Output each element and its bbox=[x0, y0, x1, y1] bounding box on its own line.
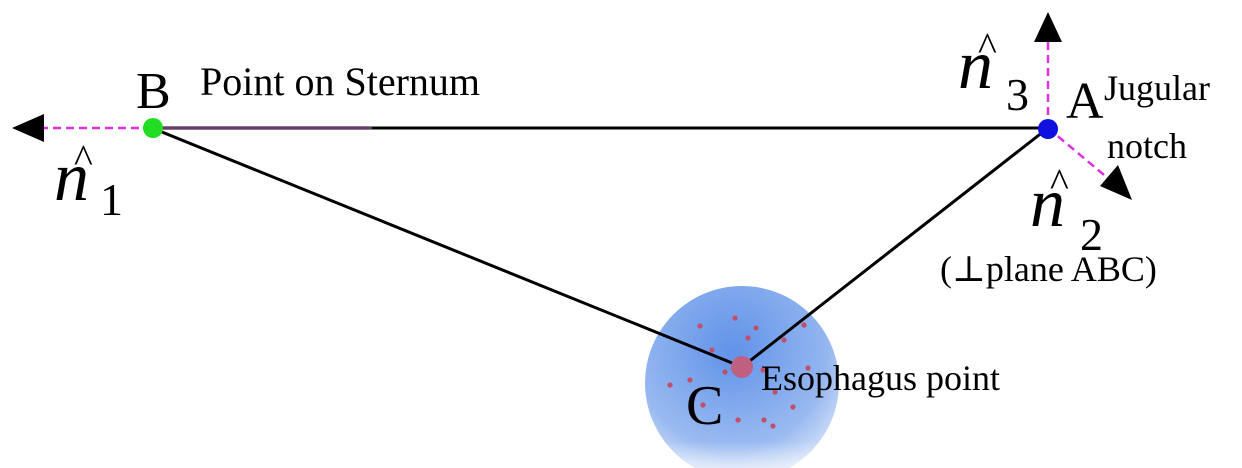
point-b-description: Point on Sternum bbox=[200, 59, 480, 104]
arrowheads bbox=[12, 12, 1132, 200]
point-c-marker bbox=[731, 356, 753, 378]
normal-vector-lines bbox=[40, 38, 1111, 181]
n1-hat: ^ bbox=[74, 136, 93, 181]
esophagus-dots bbox=[667, 315, 811, 429]
n2-arrowhead bbox=[1100, 165, 1132, 200]
point-a-marker bbox=[1038, 119, 1058, 139]
point-b-marker bbox=[143, 118, 163, 138]
triangle-edges bbox=[151, 126, 1049, 369]
n1-vector-label: ^ n 1 bbox=[54, 136, 123, 225]
n2-symbol: n bbox=[1030, 165, 1065, 242]
n1-arrowhead bbox=[12, 114, 44, 142]
n2-vector-label: ^ n 2 bbox=[1030, 160, 1103, 260]
jugular-line1: Jugular bbox=[1104, 68, 1210, 108]
jugular-line2: notch bbox=[1107, 126, 1187, 166]
n2-subscript: 2 bbox=[1080, 209, 1103, 260]
n1-symbol: n bbox=[54, 139, 89, 216]
point-c-description: Esophagus point bbox=[761, 358, 1000, 398]
edge-ac bbox=[741, 126, 1049, 369]
n3-vector-label: ^ n 3 bbox=[958, 24, 1029, 120]
point-c-label: C bbox=[686, 375, 723, 437]
n2-hat: ^ bbox=[1050, 160, 1069, 205]
n3-symbol: n bbox=[958, 27, 993, 104]
perpendicular-note: (⊥plane ABC) bbox=[940, 249, 1157, 289]
edge-bc bbox=[151, 126, 743, 369]
n3-hat: ^ bbox=[978, 24, 997, 69]
n2-dashed-line bbox=[1047, 127, 1111, 181]
point-b-label: B bbox=[136, 63, 171, 120]
n3-arrowhead bbox=[1034, 12, 1062, 42]
n1-subscript: 1 bbox=[100, 174, 123, 225]
n3-subscript: 3 bbox=[1006, 69, 1029, 120]
point-a-label: A bbox=[1066, 73, 1104, 130]
